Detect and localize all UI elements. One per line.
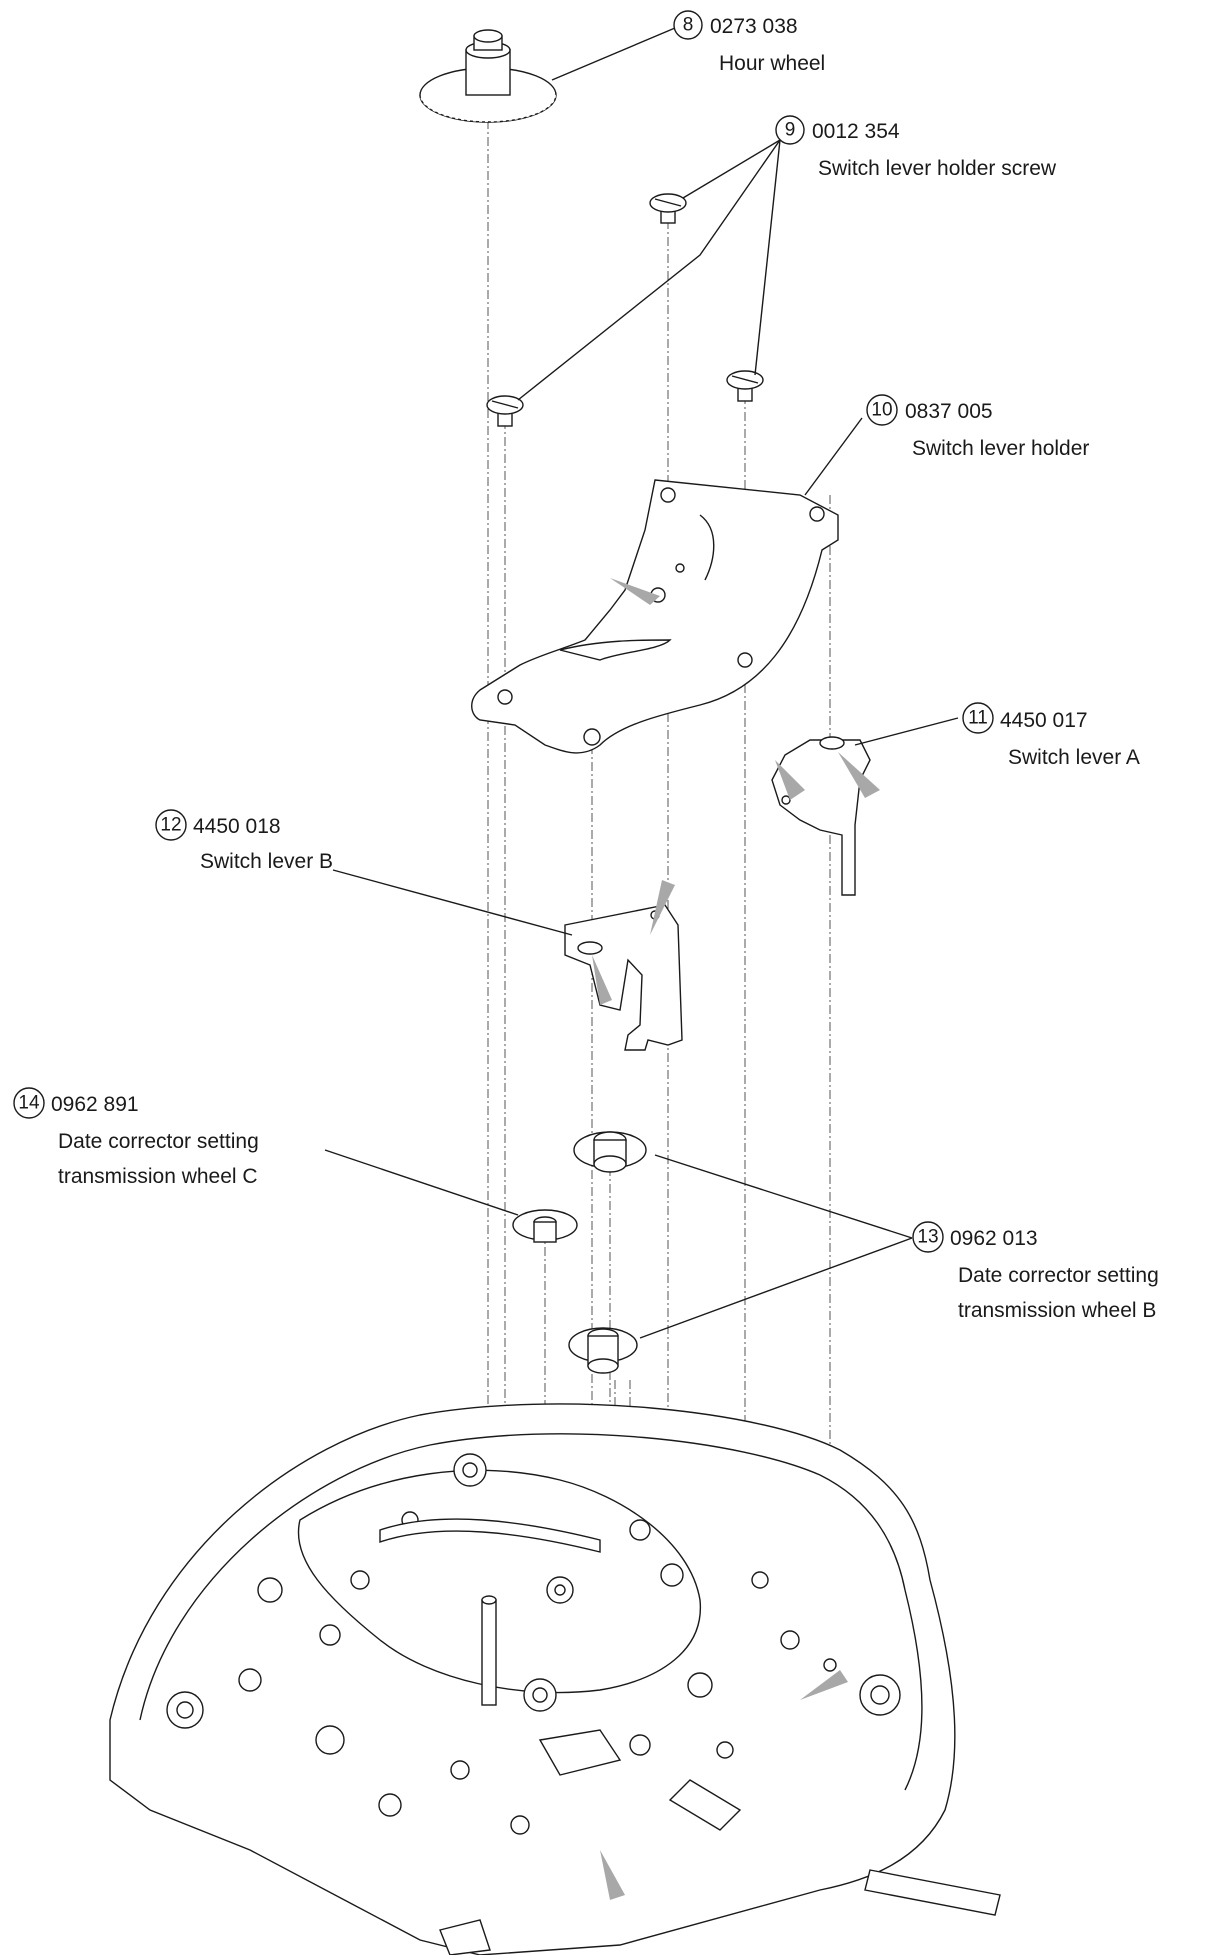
callout-10-code: 0837 005 xyxy=(905,400,993,423)
callout-12-code: 4450 018 xyxy=(193,815,281,838)
callout-9: 9 0012 354 Switch lever holder screw xyxy=(775,115,1057,180)
callout-10-number: 10 xyxy=(871,400,892,421)
screw-top xyxy=(649,193,687,224)
callout-8-name: Hour wheel xyxy=(719,52,825,75)
callout-14: 14 0962 891 Date corrector setting trans… xyxy=(13,1087,259,1188)
callout-10-name: Switch lever holder xyxy=(912,437,1089,460)
callout-12: 12 4450 018 Switch lever B xyxy=(155,809,333,873)
screw-right xyxy=(726,370,764,402)
callout-11-name: Switch lever A xyxy=(1008,746,1140,769)
callout-13-code: 0962 013 xyxy=(950,1227,1038,1250)
callout-9-number: 9 xyxy=(785,120,796,141)
callout-14-code: 0962 891 xyxy=(51,1093,139,1116)
callout-11-number: 11 xyxy=(968,708,988,729)
callout-8-code: 0273 038 xyxy=(710,15,798,38)
transmission-wheel-b-lower xyxy=(568,1327,638,1374)
callout-11-code: 4450 017 xyxy=(1000,709,1088,732)
callout-12-name: Switch lever B xyxy=(200,850,333,873)
transmission-wheel-c-part xyxy=(512,1209,578,1243)
switch-lever-a-part xyxy=(771,736,880,896)
callout-13-number: 13 xyxy=(917,1227,938,1248)
callout-13-name-line2: transmission wheel B xyxy=(958,1299,1156,1322)
transmission-wheel-b-upper xyxy=(573,1131,647,1173)
callout-14-name-line2: transmission wheel C xyxy=(58,1165,258,1188)
callout-14-name-line1: Date corrector setting xyxy=(58,1130,259,1153)
callout-14-number: 14 xyxy=(18,1093,40,1114)
screw-left xyxy=(486,395,524,427)
callout-13: 13 0962 013 Date corrector setting trans… xyxy=(912,1221,1159,1322)
switch-lever-b-part xyxy=(564,880,683,1051)
movement-main-plate xyxy=(109,1403,1001,1955)
callout-8: 8 0273 038 Hour wheel xyxy=(673,10,825,75)
callout-10: 10 0837 005 Switch lever holder xyxy=(866,394,1089,460)
switch-lever-holder-screws xyxy=(486,193,764,427)
hour-wheel-part xyxy=(419,29,557,123)
callout-8-number: 8 xyxy=(683,15,694,36)
callout-13-name-line1: Date corrector setting xyxy=(958,1264,1159,1287)
callout-9-name: Switch lever holder screw xyxy=(818,157,1057,180)
callout-11: 11 4450 017 Switch lever A xyxy=(962,702,1140,769)
switch-lever-holder-part xyxy=(471,479,839,754)
callout-9-code: 0012 354 xyxy=(812,120,900,143)
callout-12-number: 12 xyxy=(160,815,181,836)
leader-lines xyxy=(324,27,959,1339)
